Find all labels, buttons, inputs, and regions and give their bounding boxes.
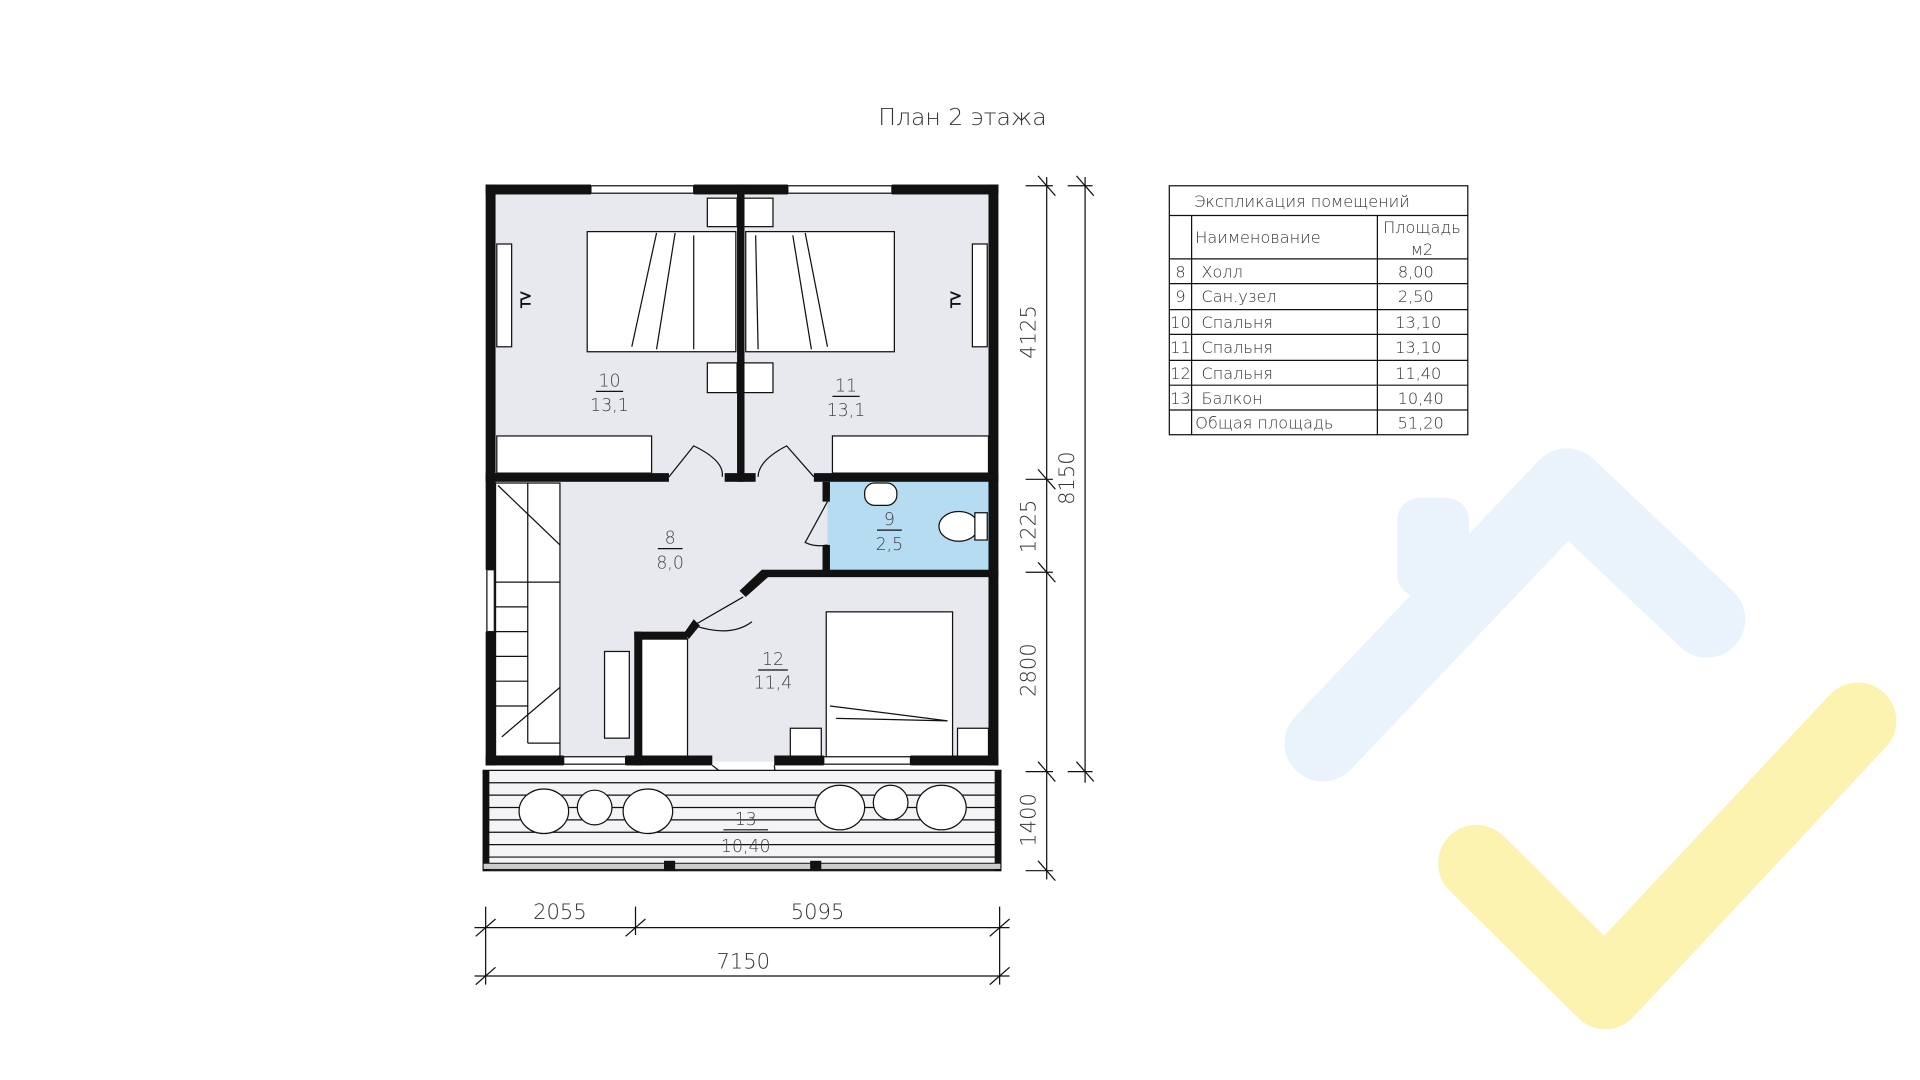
bed-room-12 — [825, 611, 954, 759]
label-text: 7150 — [716, 949, 770, 974]
label-text: 12 — [762, 650, 784, 670]
plan-title: План 2 этажа — [878, 103, 1046, 131]
label-text: 8,00 — [1398, 262, 1434, 281]
dimension-lines-right: 4125 1225 2800 1400 8150 — [1016, 175, 1095, 882]
table-row: 11 Спальня 13,10 — [1170, 338, 1441, 357]
dimension-lines-bottom: 2055 5095 7150 — [474, 899, 1010, 986]
label-text: 11 — [835, 376, 857, 396]
label-text: 13,10 — [1395, 313, 1441, 332]
room-label-9: 92,5 — [876, 510, 904, 555]
wardrobes — [496, 435, 990, 759]
watermark-logo — [1284, 448, 1897, 1030]
room-label-11: 11 13,1 — [827, 376, 866, 421]
label-text: 10,40 — [721, 837, 771, 857]
label-text: 2,50 — [1398, 287, 1434, 306]
label-text: 10 — [598, 371, 620, 391]
label-text: 11 — [1170, 338, 1190, 357]
tv-right: TV — [948, 243, 988, 348]
table-row: 13 Балкон 10,40 — [1170, 389, 1444, 408]
label-text: Спальня — [1202, 338, 1273, 357]
nightstands — [706, 197, 990, 760]
label-text: TV — [949, 291, 963, 308]
tv-left: TV — [496, 243, 534, 348]
table-row: 9 Сан.узел 2,50 — [1175, 287, 1433, 306]
label-text: Сан.узел — [1202, 287, 1277, 306]
label-text: 13 — [1170, 389, 1190, 408]
room-label-8: 88,0 — [656, 529, 684, 574]
room-label-13: 13 10,40 — [721, 810, 771, 857]
label-text: 12 — [1170, 364, 1190, 383]
label-text: 8150 — [1054, 451, 1079, 505]
windows — [486, 185, 912, 765]
label-text: 10,40 — [1398, 389, 1444, 408]
label-text: м2 — [1411, 240, 1433, 259]
room-label-12: 12 11,4 — [754, 650, 793, 694]
label-text: 13 — [735, 810, 757, 830]
label-text: 51,20 — [1398, 414, 1444, 433]
table-row: 10 Спальня 13,10 — [1170, 313, 1441, 332]
label-text: 5095 — [791, 899, 845, 924]
bed-room-11 — [745, 230, 895, 353]
label-text: Балкон — [1202, 389, 1263, 408]
label-text: 13,1 — [590, 396, 629, 416]
label-text: 2800 — [1016, 643, 1041, 697]
table-row: 12 Спальня 11,40 — [1170, 364, 1441, 383]
label-text: 8,0 — [656, 553, 684, 573]
col-area-header: Площадь — [1383, 218, 1461, 237]
label-text: 2,5 — [876, 535, 904, 555]
label-text: Спальня — [1202, 313, 1273, 332]
table-total-row: Общая площадь 51,20 — [1195, 414, 1443, 433]
label-text: 9 — [884, 510, 895, 530]
label-text: Холл — [1202, 262, 1243, 281]
label-text: 11,4 — [754, 674, 793, 694]
room-label-10: 10 13,1 — [590, 371, 629, 416]
explication-table: Экспликация помещений Наименование Площа… — [1168, 185, 1469, 436]
table-row: 8 Холл 8,00 — [1175, 262, 1433, 281]
label-text: Спальня — [1202, 364, 1273, 383]
balcony — [482, 769, 1002, 872]
col-name-header: Наименование — [1195, 228, 1320, 247]
label-text: 13,10 — [1395, 338, 1441, 357]
label-text: 11,40 — [1395, 364, 1441, 383]
label-text: 2055 — [533, 899, 587, 924]
label-text: 9 — [1175, 287, 1185, 306]
label-text: 8 — [665, 529, 676, 549]
bathroom-fixtures — [864, 482, 988, 542]
bed-room-10 — [586, 230, 737, 353]
label-text: 4125 — [1016, 305, 1041, 359]
label-text: 1225 — [1016, 500, 1041, 554]
label-text: Общая площадь — [1195, 414, 1333, 433]
label-text: 8 — [1175, 262, 1185, 281]
table-title: Экспликация помещений — [1194, 192, 1410, 211]
staircase — [494, 482, 561, 759]
label-text: TV — [519, 291, 533, 308]
label-text: 10 — [1170, 313, 1190, 332]
label-text: 13,1 — [827, 401, 866, 421]
label-text: 1400 — [1016, 793, 1041, 847]
